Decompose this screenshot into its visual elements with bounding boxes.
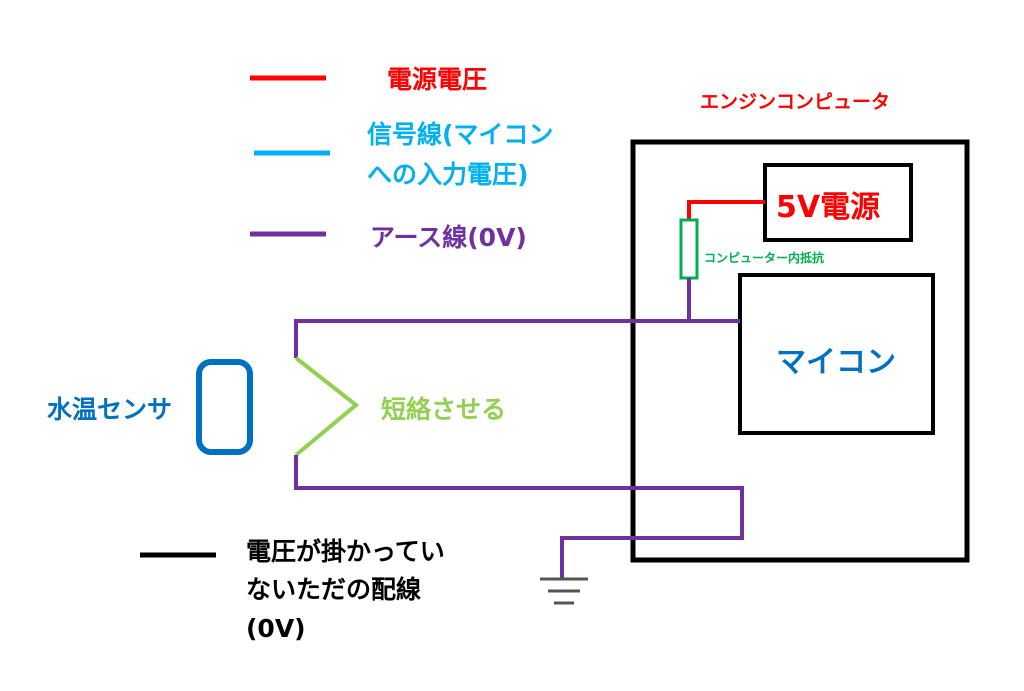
power-supply-label: 5V電源 — [776, 190, 880, 225]
mcu-label: マイコン — [776, 345, 896, 380]
power-wire — [687, 200, 765, 220]
ground-icon — [540, 577, 588, 605]
short-wire — [294, 356, 360, 457]
signal-wire-to-sensor — [294, 319, 740, 358]
resistor-icon — [679, 218, 699, 280]
legend-label-signal-1: 信号線(マイコン — [367, 120, 553, 149]
sensor-label: 水温センサ — [47, 395, 172, 424]
legend-label-none-2: ないただの配線 — [246, 575, 421, 604]
legend-label-power: 電源電圧 — [387, 65, 487, 94]
legend-label-ground: アース線(0V) — [370, 223, 527, 252]
sensor-icon — [196, 359, 253, 455]
short-label: 短絡させる — [381, 395, 506, 424]
engine-computer-box — [630, 139, 970, 563]
legend-label-none-1: 電圧が掛かってい — [246, 537, 445, 566]
computer-title: エンジンコンピュータ — [700, 91, 890, 113]
legend-label-signal-2: への入力電圧) — [367, 160, 528, 189]
legend-label-none-3: (0V) — [246, 614, 306, 643]
mcu-box — [738, 273, 935, 435]
resistor-label: コンピューター内抵抗 — [704, 250, 824, 265]
ground-wire — [294, 455, 744, 578]
